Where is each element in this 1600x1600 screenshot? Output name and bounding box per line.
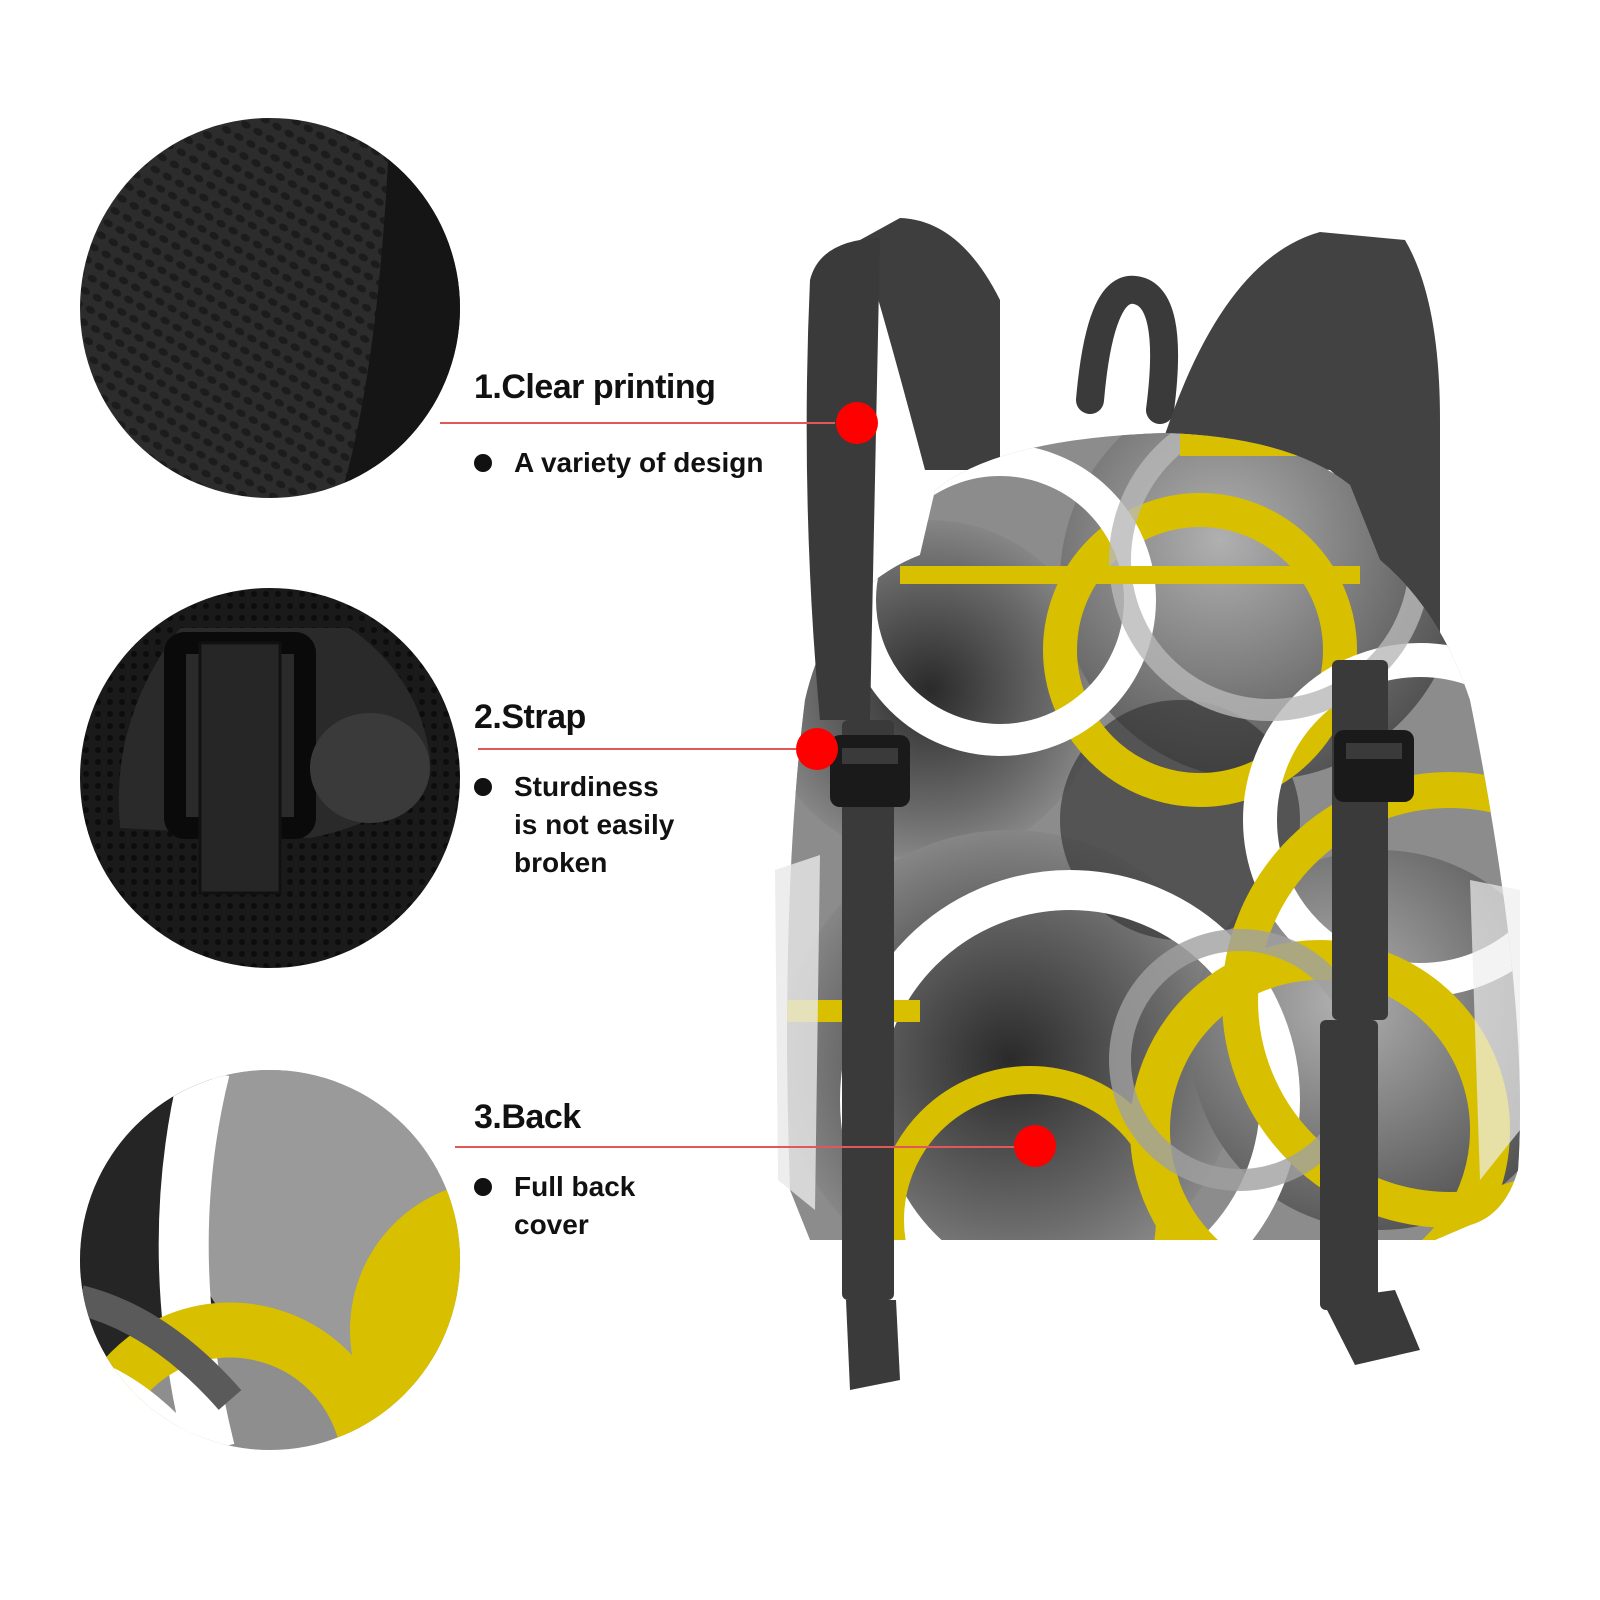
feature-1-title: 1.Clear printing [474,368,716,406]
black-bullet-icon [474,454,492,472]
mesh-fabric-detail-image [80,118,460,498]
feature-3-connector-line [455,1146,1015,1148]
feature-2-description-line-1: Sturdiness [514,771,659,802]
feature-1-description: A variety of design [514,447,764,478]
feature-1-connector-line [440,422,835,424]
black-bullet-icon [474,1178,492,1196]
buckle-detail-image [80,588,460,968]
feature-1-bullet: A variety of design [474,444,763,482]
red-dot-icon [836,402,878,444]
red-dot-icon [1014,1125,1056,1167]
feature-3-description-line-1: Full back [514,1171,636,1202]
black-bullet-icon [474,778,492,796]
feature-3-description-line-2: cover [514,1209,589,1240]
feature-3-bullet: Full back cover [474,1168,635,1244]
feature-2-bullet: Sturdiness is not easily broken [474,768,674,882]
red-dot-icon [796,728,838,770]
feature-2-connector-line [478,748,796,750]
feature-2-description-line-3: broken [514,847,608,878]
feature-2-description-line-2: is not easily [514,809,675,840]
feature-3-title: 3.Back [474,1098,581,1136]
pattern-detail-image [80,1070,460,1450]
feature-2-title: 2.Strap [474,698,586,736]
